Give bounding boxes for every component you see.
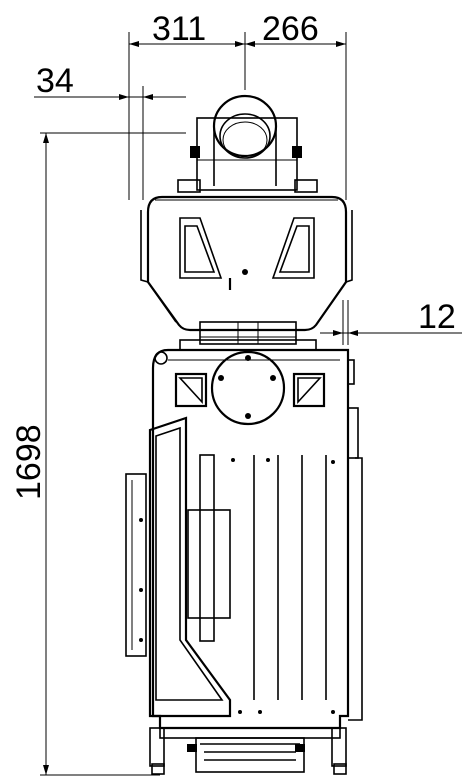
dimension-1698-label: 1698 xyxy=(10,424,48,500)
firebox-body xyxy=(125,348,363,730)
dimension-height xyxy=(40,132,186,776)
dimension-266-label: 266 xyxy=(262,10,319,48)
convection-hood xyxy=(140,195,353,332)
dimension-offset xyxy=(34,86,186,200)
dimension-top xyxy=(128,32,347,200)
dimension-12-label: 12 xyxy=(418,298,456,336)
flue-collar xyxy=(177,94,318,193)
connection-collar xyxy=(179,321,317,351)
dimension-34-label: 34 xyxy=(36,62,74,100)
dimension-311-label: 311 xyxy=(152,10,206,48)
base-legs xyxy=(149,727,347,775)
dimension-gap xyxy=(320,300,462,345)
